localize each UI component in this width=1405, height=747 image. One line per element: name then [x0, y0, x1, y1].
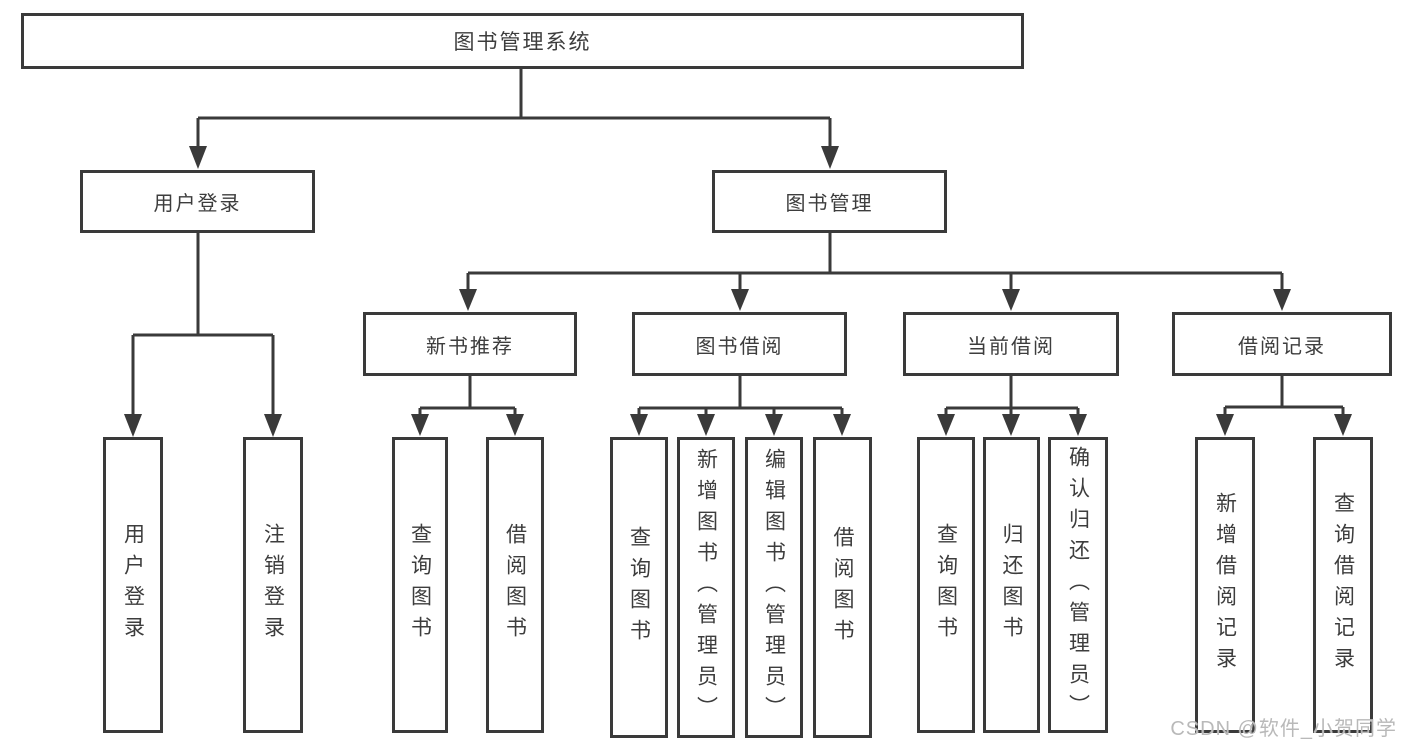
arrowhead: [937, 414, 955, 436]
arrowhead: [731, 289, 749, 311]
watermark: CSDN @软件_小贺同学: [1170, 718, 1397, 740]
arrowhead: [189, 146, 207, 169]
arrowhead: [1069, 414, 1087, 436]
node-book-management: 图书管理: [712, 170, 947, 233]
node-root: 图书管理系统: [21, 13, 1024, 69]
leaf-borrow-books: 借阅图书: [813, 437, 872, 738]
edge-current-borrowing-to-children: [937, 376, 1087, 436]
arrowhead: [264, 414, 282, 437]
leaf-query-books-borrowing: 查询图书: [610, 437, 668, 738]
node-book-borrowing: 图书借阅: [632, 312, 847, 376]
leaf-add-books-admin: 新增图书（管理员）: [677, 437, 735, 738]
node-borrowing-records: 借阅记录: [1172, 312, 1392, 376]
leaf-query-borrow-record: 查询借阅记录: [1313, 437, 1373, 733]
arrowhead: [821, 146, 839, 169]
arrowhead: [1273, 289, 1291, 311]
edge-user-login-to-children: [124, 233, 282, 437]
node-new-book-recommend: 新书推荐: [363, 312, 577, 376]
arrowhead: [697, 414, 715, 436]
leaf-query-books-recommend: 查询图书: [392, 437, 448, 733]
arrowhead: [1002, 289, 1020, 311]
leaf-confirm-return-admin: 确认归还（管理员）: [1048, 437, 1108, 733]
edge-new-book-recommend-to-children: [411, 376, 524, 436]
leaf-borrow-books-recommend: 借阅图书: [486, 437, 544, 733]
arrowhead: [765, 414, 783, 436]
arrowhead: [124, 414, 142, 437]
arrowhead: [459, 289, 477, 311]
leaf-user-login: 用户登录: [103, 437, 163, 733]
arrowhead: [411, 414, 429, 436]
edge-book-borrowing-to-children: [630, 376, 851, 436]
arrowhead: [833, 414, 851, 436]
node-current-borrowing: 当前借阅: [903, 312, 1119, 376]
leaf-add-borrow-record: 新增借阅记录: [1195, 437, 1255, 733]
arrowhead: [630, 414, 648, 436]
edge-root-to-level2: [189, 69, 839, 169]
leaf-edit-books-admin: 编辑图书（管理员）: [745, 437, 803, 738]
leaf-logout: 注销登录: [243, 437, 303, 733]
leaf-query-books-current: 查询图书: [917, 437, 975, 733]
node-user-login: 用户登录: [80, 170, 315, 233]
arrowhead: [1216, 414, 1234, 436]
edge-borrowing-records-to-children: [1216, 376, 1352, 436]
edge-book-management-to-level3: [459, 233, 1291, 311]
arrowhead: [1334, 414, 1352, 436]
arrowhead: [1002, 414, 1020, 436]
arrowhead: [506, 414, 524, 436]
leaf-return-books: 归还图书: [983, 437, 1040, 733]
